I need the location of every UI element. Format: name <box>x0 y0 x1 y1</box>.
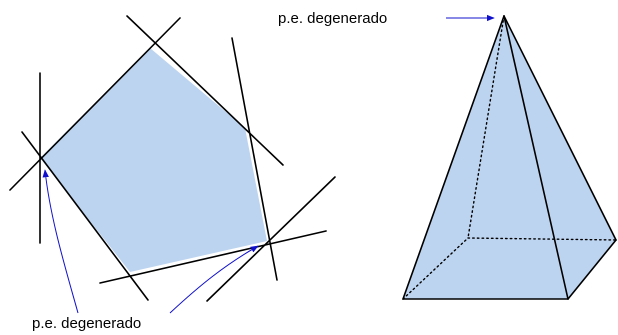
pyramid-face-left <box>403 16 568 299</box>
pyramid-edge-base-right <box>567 239 617 300</box>
support-line-lower-left <box>21 131 149 301</box>
arrow-bottom-left-2 <box>169 245 259 314</box>
pyramid-hidden-edge-2 <box>402 237 469 300</box>
pyramid-edge-apex-left <box>402 15 505 300</box>
support-line-bottom <box>99 230 327 284</box>
pyramid-hidden-edge-1 <box>467 15 505 239</box>
arrow-bottom-left-1 <box>42 169 79 314</box>
pentagon-fill <box>40 48 267 272</box>
pentagon-diagram <box>9 15 336 302</box>
pyramid-edge-apex-front <box>503 15 569 300</box>
pyramid-edge-apex-right <box>503 15 617 241</box>
support-line-diagonal-left <box>9 17 181 191</box>
pyramid-diagram <box>402 15 617 300</box>
pyramid-hidden-edge-3 <box>467 237 617 241</box>
label-bottom-left: p.e. degenerado <box>32 315 141 332</box>
pyramid-face-right <box>504 16 616 299</box>
support-line-lower-right <box>206 176 336 302</box>
support-line-top-right <box>126 15 284 166</box>
label-top-right: p.e. degenerado <box>278 10 387 27</box>
